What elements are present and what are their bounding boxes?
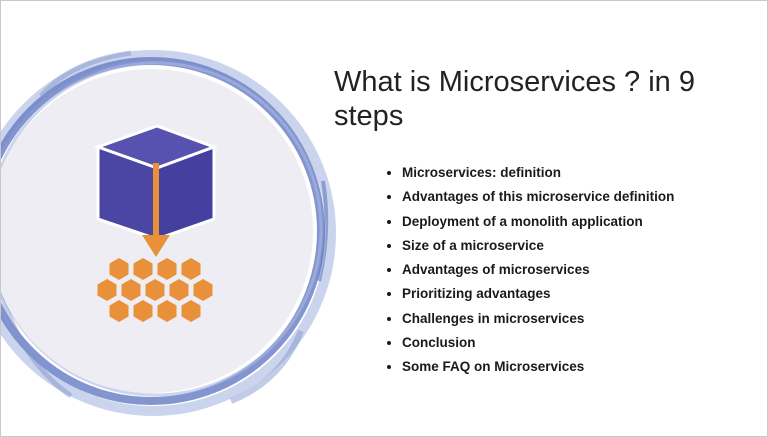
bullet-text: Some FAQ on Microservices xyxy=(402,359,585,375)
bullet-text: Deployment of a monolith application xyxy=(402,213,643,229)
hexagon-icon xyxy=(169,279,189,301)
bullet-dot-icon xyxy=(387,171,391,175)
cube-icon xyxy=(93,124,219,242)
bullet-dot-icon xyxy=(387,243,391,248)
hexagon-icon xyxy=(145,279,165,301)
hexagon-icon xyxy=(109,300,129,322)
bullet-dot-icon xyxy=(387,268,391,273)
slide-title: What is Microservices ? in 9 steps xyxy=(334,66,695,132)
down-arrow-icon xyxy=(142,163,170,257)
hexagon-icon xyxy=(121,279,141,301)
bullet-dot-icon xyxy=(387,365,391,370)
bullet-text: Size of a microservice xyxy=(402,237,544,253)
bullet-text: Challenges in microservices xyxy=(402,310,585,326)
bullet-dot-icon xyxy=(387,292,391,297)
ring-decoration xyxy=(1,50,336,416)
bullet-dot-icon xyxy=(387,195,391,200)
hexagon-icon xyxy=(133,258,153,280)
hexagon-icon xyxy=(157,300,177,322)
bullet-item: Prioritizing advantages xyxy=(385,282,674,306)
hexagon-icon xyxy=(109,258,129,280)
bullet-text: Microservices: definition xyxy=(402,165,562,180)
bullet-dot-icon xyxy=(387,219,391,224)
bullet-dot-icon xyxy=(387,341,391,346)
bullet-text: Advantages of microservices xyxy=(402,262,590,278)
slide-illustration xyxy=(1,50,336,416)
hexagon-icon xyxy=(133,300,153,322)
bullet-text: Advantages of this microservice definiti… xyxy=(402,189,675,205)
hexagon-icon xyxy=(157,258,177,280)
bullet-item: Microservices: definition xyxy=(385,161,674,185)
hexagon-icon xyxy=(193,279,213,301)
bullet-item: Advantages of this microservice definiti… xyxy=(385,185,674,209)
hexagon-cluster-icon xyxy=(97,258,213,322)
bullet-list: Microservices: definition Advantages of … xyxy=(385,161,674,380)
bullet-item: Advantages of microservices xyxy=(385,258,674,282)
hexagon-icon xyxy=(181,300,201,322)
hexagon-icon xyxy=(181,258,201,280)
bullet-item: Size of a microservice xyxy=(385,234,674,258)
bullet-item: Conclusion xyxy=(385,331,674,355)
bullet-dot-icon xyxy=(387,316,391,321)
bullet-item: Challenges in microservices xyxy=(385,307,674,331)
bullet-text: Conclusion xyxy=(402,335,476,351)
bullet-item: Deployment of a monolith application xyxy=(385,210,674,234)
hexagon-icon xyxy=(97,279,117,301)
bullet-text: Prioritizing advantages xyxy=(402,286,551,302)
bullet-item: Some FAQ on Microservices xyxy=(385,355,674,379)
